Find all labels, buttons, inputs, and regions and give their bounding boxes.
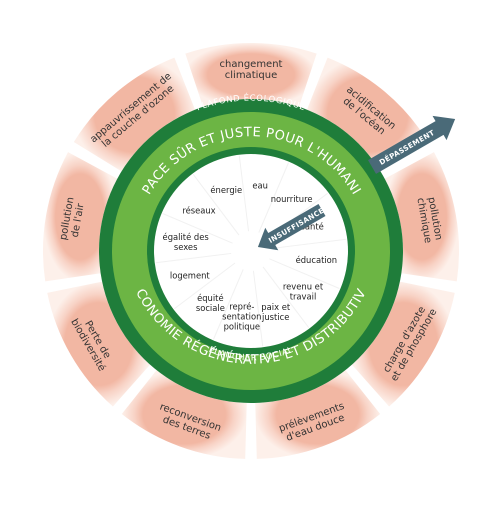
social-foundation-label: éducation [296,255,338,265]
social-foundation-label: eau [252,181,268,191]
social-foundation-label-line: justice [261,312,289,322]
social-foundation-label-line: sexes [174,242,198,252]
social-foundation-divider [162,213,233,244]
social-foundation-label: santé [301,221,324,231]
social-foundation-divider [269,258,340,289]
social-foundation-label-line: éducation [296,255,338,265]
social-foundation-label-line: égalité des [163,232,209,242]
social-foundation-divider [252,270,264,347]
social-foundation-divider [155,252,232,264]
ecological-ceiling-segment [185,43,317,107]
ecological-ceiling-label-line: climatique [225,70,277,81]
ecological-ceiling-segment [255,370,381,459]
social-foundation-divider [238,155,250,232]
ecological-ceiling-segment [47,281,151,407]
social-foundation-divider [270,238,347,250]
social-foundation-label-line: eau [252,181,268,191]
social-foundation-label-line: sentation [222,311,261,321]
social-foundation-label-line: travail [290,292,317,302]
social-foundation-label: logement [170,271,211,281]
social-foundation-label: énergie [210,185,242,195]
social-foundation-divider [258,162,289,233]
social-foundation-label-line: repré- [229,301,254,311]
social-foundation-label-line: revenu et [283,282,324,292]
ecological-ceiling-segments [43,43,460,459]
social-foundation-label-line: politique [224,321,260,331]
social-foundation-divider [213,269,244,340]
ecological-ceiling-segment [43,152,118,282]
social-foundation-divider [192,174,240,236]
social-foundation-dividers [155,155,347,347]
social-foundation-label: réseaux [182,205,215,215]
social-foundation-divider [174,262,236,310]
ecological-ceiling-segment [351,281,455,407]
social-foundation-label-line: paix et [261,302,291,312]
social-foundation-inner [154,154,348,348]
ecological-ceiling-label-line: changement [220,59,283,70]
social-foundation-label-line: réseaux [182,205,215,215]
ecological-ceiling-segment [73,57,196,172]
social-foundation-label-line: énergie [210,185,242,195]
social-foundation-divider [262,266,310,328]
social-foundation-label-line: sociale [196,303,225,313]
social-foundation-label-line: équité [197,293,224,303]
ecological-ceiling-segment [121,370,247,459]
ecological-ceiling-segment [384,152,460,282]
social-foundation-label-line: logement [170,271,211,281]
social-foundation-label-line: nourriture [271,194,313,204]
social-foundation-label: nourriture [271,194,313,204]
social-foundation-label-line: santé [301,221,324,231]
